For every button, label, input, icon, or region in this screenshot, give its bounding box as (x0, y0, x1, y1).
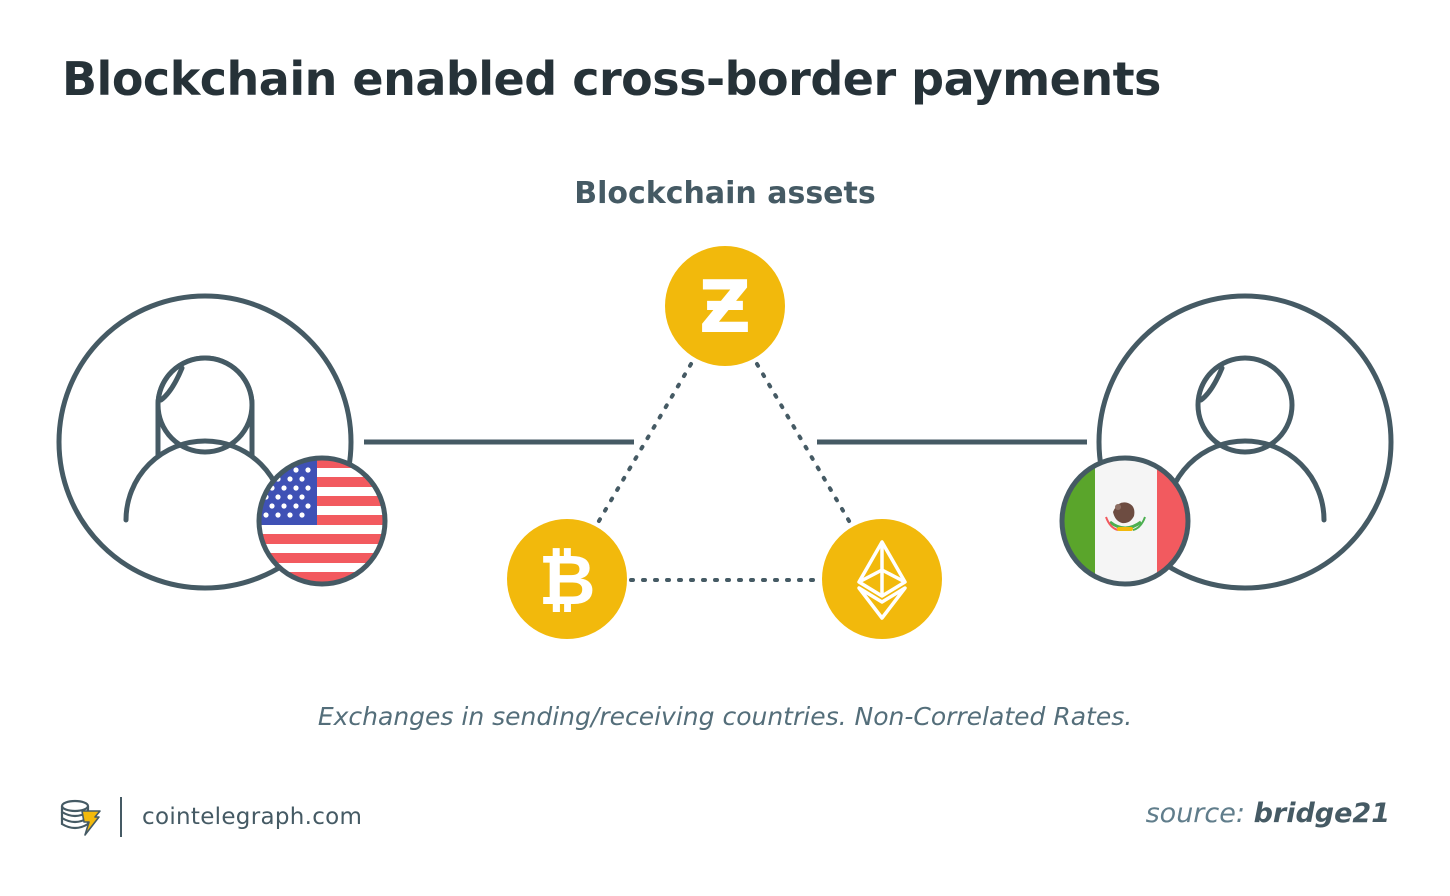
source-name: bridge21 (1253, 798, 1390, 829)
dotted-link-zcash-ethereum (755, 362, 854, 528)
diagram-caption: Exchanges in sending/receiving countries… (317, 702, 1133, 731)
ethereum-coin (822, 519, 942, 639)
bitcoin-coin: ₿ (507, 519, 627, 639)
blockchain-assets-label: Blockchain assets (574, 176, 876, 211)
brand-footer: cointelegraph.com (58, 794, 362, 840)
brand-divider (120, 797, 122, 837)
cointelegraph-logo-icon (60, 799, 101, 836)
page-title: Blockchain enabled cross-border payments (62, 52, 1161, 106)
ethereum-icon (857, 540, 907, 620)
mexico-flag-icon (1059, 455, 1191, 587)
source-prefix: source: (1145, 798, 1245, 829)
brand-link[interactable]: cointelegraph.com (142, 804, 363, 830)
bitcoin-icon: ₿ (538, 539, 595, 621)
mexico-coat-of-arms-icon (1105, 502, 1146, 531)
sender-person-icon (123, 355, 287, 523)
zcash-coin: Ƶ (665, 246, 785, 366)
usa-flag-icon (256, 455, 388, 587)
source-attribution: source: bridge21 (1146, 798, 1390, 829)
zcash-icon: Ƶ (699, 265, 751, 349)
receiver-user (1059, 293, 1394, 591)
sender-user (56, 293, 388, 591)
dotted-link-zcash-bitcoin (594, 362, 693, 528)
